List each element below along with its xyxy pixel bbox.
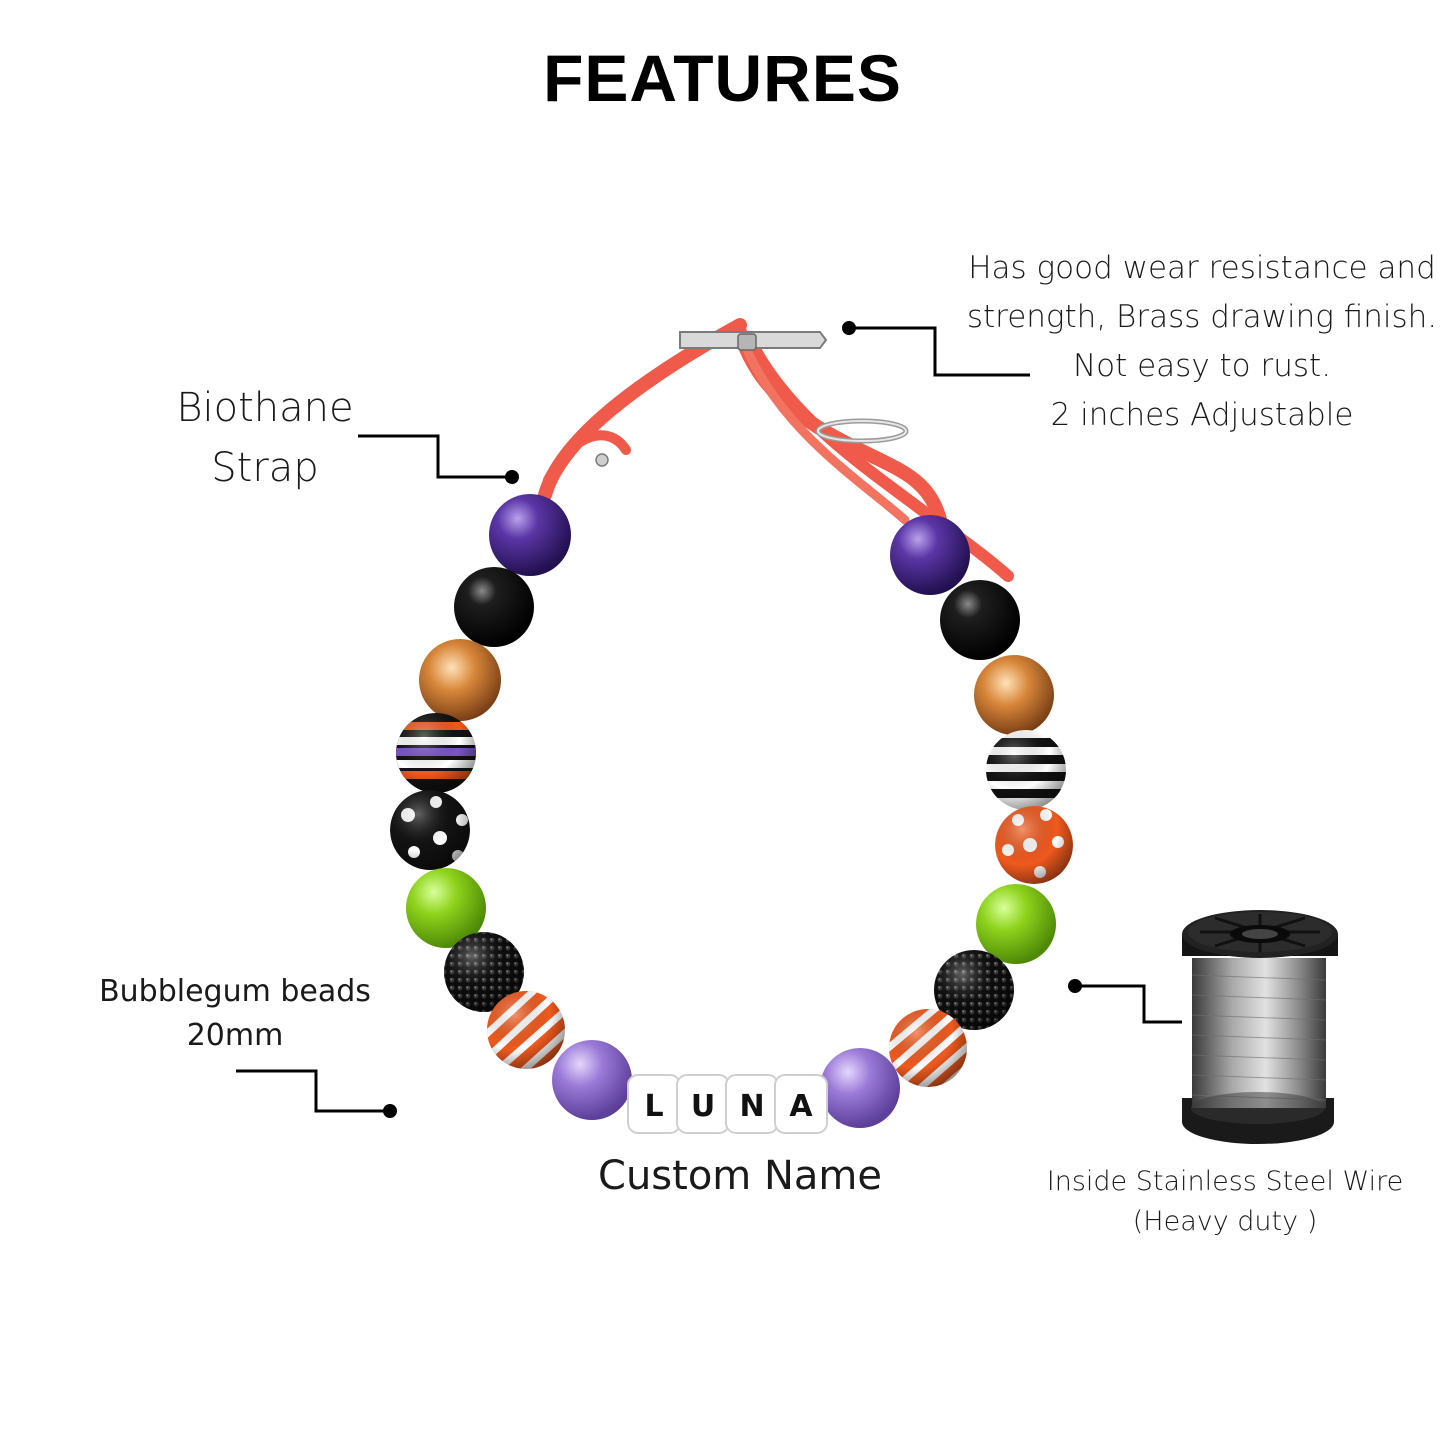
wire-spool-icon	[1182, 910, 1338, 1144]
biothane-callout-line	[358, 434, 512, 479]
wire-line-2: (Heavy duty )	[1132, 1206, 1318, 1237]
biothane-strap-label: Biothane Strap	[170, 378, 360, 498]
letter-bead-1: L	[627, 1074, 681, 1134]
wire-line-1: Inside Stainless Steel Wire	[1046, 1166, 1404, 1197]
bead-purple-pearl	[890, 515, 970, 595]
bead-black-rhinestone	[934, 950, 1014, 1030]
hardware-line-1: Has good wear resistance and	[968, 250, 1436, 286]
bead-lime-green	[976, 884, 1056, 964]
bead-lavender	[820, 1048, 900, 1128]
right-beads	[820, 515, 1073, 1128]
bubblegum-line-1: Bubblegum beads	[99, 974, 371, 1009]
biothane-line-2: Strap	[211, 445, 319, 491]
d-ring-icon	[815, 418, 909, 444]
bead-black-rhinestone	[444, 932, 524, 1012]
bead-black-white-stripe	[986, 730, 1066, 810]
letter-bead-text: U	[691, 1089, 715, 1124]
bubblegum-beads-label: Bubblegum beads 20mm	[90, 970, 380, 1058]
hardware-line-3: Not easy to rust.	[1072, 348, 1332, 384]
wire-callout-line	[1075, 984, 1182, 1024]
letter-bead-3: N	[725, 1074, 779, 1134]
bead-lime-green	[406, 868, 486, 948]
bead-orange-polka-dot	[995, 806, 1073, 884]
bead-black-polka-dot	[390, 790, 470, 870]
callout-lines	[236, 326, 1182, 1113]
letter-bead-text: A	[789, 1089, 813, 1124]
bubblegum-callout-line	[236, 1069, 390, 1113]
letter-bead-2: U	[676, 1074, 730, 1134]
bead-black	[940, 580, 1020, 660]
bead-copper-pearl	[974, 655, 1054, 735]
left-beads	[390, 494, 632, 1120]
name-beads: L U N A	[627, 1074, 828, 1134]
hardware-callout-line	[849, 326, 1030, 377]
letter-bead-text: N	[739, 1089, 764, 1124]
bead-copper-pearl	[419, 639, 501, 721]
bead-purple-orange-stripe	[396, 713, 476, 793]
bead-purple-pearl	[489, 494, 571, 576]
buckle-icon	[595, 331, 828, 467]
biothane-line-1: Biothane	[176, 385, 354, 431]
hardware-description: Has good wear resistance and strength, B…	[962, 244, 1442, 440]
bead-black	[454, 567, 534, 647]
hardware-line-2: strength, Brass drawing finish.	[966, 299, 1438, 335]
letter-bead-4: A	[774, 1074, 828, 1134]
hardware-line-4: 2 inches Adjustable	[1050, 397, 1354, 433]
custom-name-label: Custom Name	[598, 1153, 882, 1199]
page-title: FEATURES	[543, 41, 902, 115]
letter-bead-text: L	[644, 1089, 663, 1124]
steel-wire-label: Inside Stainless Steel Wire (Heavy duty …	[1035, 1162, 1415, 1242]
bead-lavender	[552, 1040, 632, 1120]
callout-dots	[383, 321, 1082, 1118]
bubblegum-line-2: 20mm	[186, 1018, 284, 1053]
